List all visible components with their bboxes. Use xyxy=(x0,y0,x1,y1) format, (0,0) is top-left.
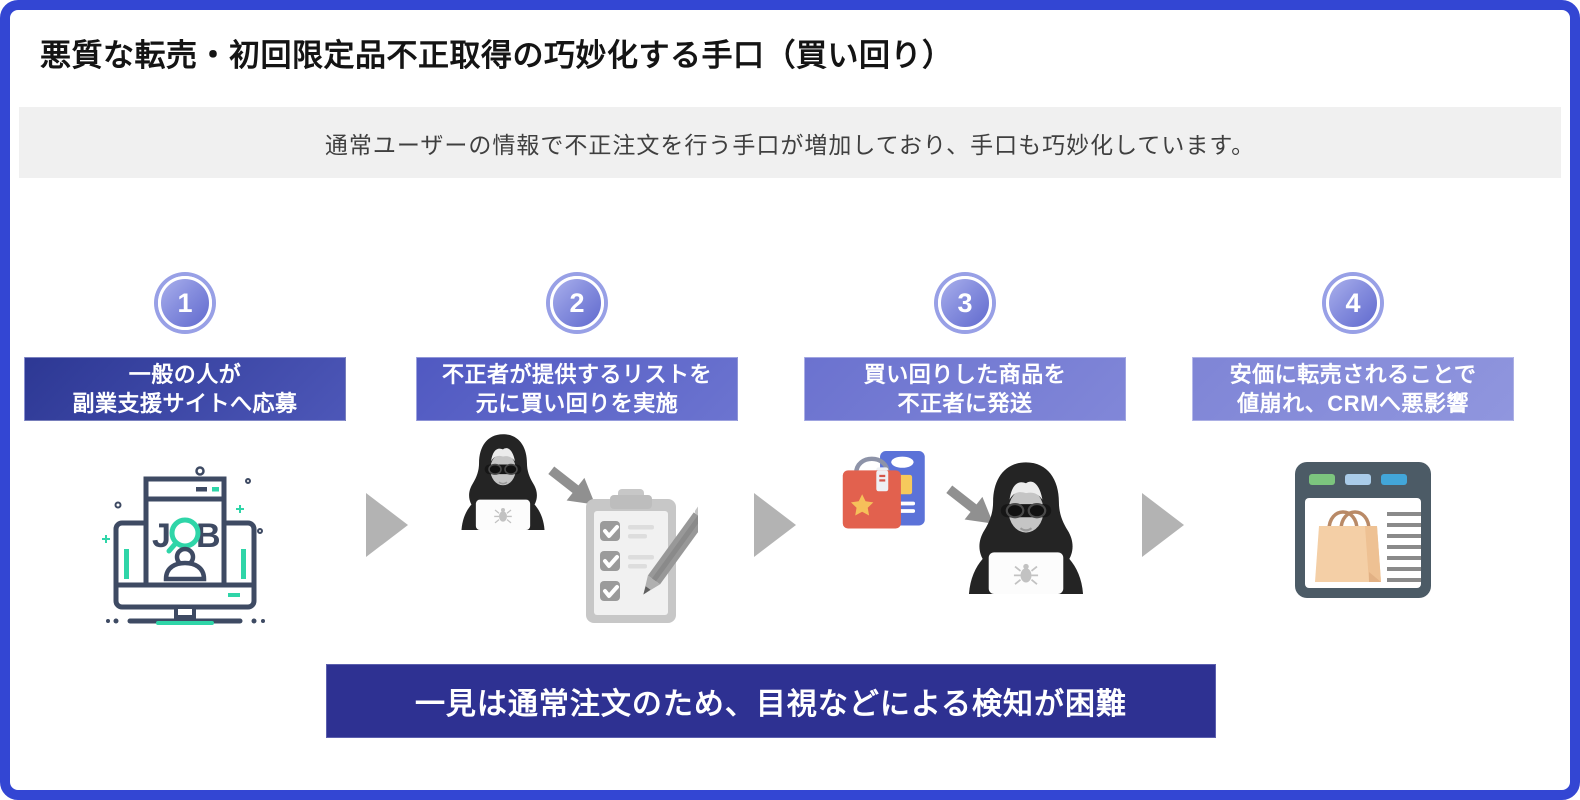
step-number: 1 xyxy=(177,287,193,318)
step-number-badge: 4 xyxy=(1326,276,1380,330)
step-label-line2: 元に買い回りを実施 xyxy=(475,391,679,416)
hacker-to-checklist-icon xyxy=(447,425,698,635)
bags-to-hacker-icon xyxy=(840,440,1100,620)
step-column-1: 1 一般の人が 副業支援サイトへ応募 xyxy=(24,266,346,676)
step-column-3: 3 買い回りした商品を 不正者に発送 xyxy=(804,266,1126,676)
step-label-line2: 値崩れ、CRMへ悪影響 xyxy=(1237,391,1469,416)
hacker-laptop-icon xyxy=(960,458,1092,594)
step-number-badge: 3 xyxy=(938,276,992,330)
step-number-badge: 1 xyxy=(158,276,212,330)
job-site-monitor-icon: J B xyxy=(100,453,270,625)
step-label-box: 一般の人が 副業支援サイトへ応募 xyxy=(24,357,346,421)
step-label-line2: 副業支援サイトへ応募 xyxy=(72,391,298,416)
subtitle-text: 通常ユーザーの情報で不正注文を行う手口が増加しており、手口も巧妙化しています。 xyxy=(324,131,1256,158)
conclusion-banner: 一見は通常注文のため、目視などによる検知が困難 xyxy=(326,664,1216,738)
step-number-badge: 2 xyxy=(550,276,604,330)
shopping-bags-icon xyxy=(842,450,925,529)
step-column-4: 4 安価に転売されることで 値崩れ、CRMへ悪影響 xyxy=(1192,266,1514,676)
hacker-laptop-icon xyxy=(455,431,551,530)
flow-arrow-icon xyxy=(1142,493,1184,557)
step-number: 4 xyxy=(1345,287,1361,318)
checklist-clipboard-icon xyxy=(586,489,698,623)
step-label-line1: 安価に転売されることで xyxy=(1229,361,1477,387)
subtitle-banner: 通常ユーザーの情報で不正注文を行う手口が増加しており、手口も巧妙化しています。 xyxy=(19,107,1561,178)
step-number: 3 xyxy=(957,287,973,318)
conclusion-text: 一見は通常注文のため、目視などによる検知が困難 xyxy=(414,688,1128,721)
step-label-line1: 買い回りした商品を xyxy=(863,361,1067,387)
flow-arrow-icon xyxy=(754,493,796,557)
step-label-box: 買い回りした商品を 不正者に発送 xyxy=(804,357,1126,421)
step-label-line2: 不正者に発送 xyxy=(897,391,1033,416)
flow-arrow-icon xyxy=(366,493,408,557)
step-label-line1: 一般の人が xyxy=(128,361,242,387)
step-number: 2 xyxy=(569,287,585,318)
shop-browser-bag-icon xyxy=(1293,460,1433,600)
step-label-line1: 不正者が提供するリストを xyxy=(441,361,712,387)
step-column-2: 2 不正者が提供するリストを 元に買い回りを実施 xyxy=(416,266,738,676)
svg-text:J: J xyxy=(152,517,171,555)
page-title: 悪質な転売・初回限定品不正取得の巧妙化する手口（買い回り） xyxy=(40,38,954,73)
step-label-box: 安価に転売されることで 値崩れ、CRMへ悪影響 xyxy=(1192,357,1514,421)
step-label-box: 不正者が提供するリストを 元に買い回りを実施 xyxy=(416,357,738,421)
